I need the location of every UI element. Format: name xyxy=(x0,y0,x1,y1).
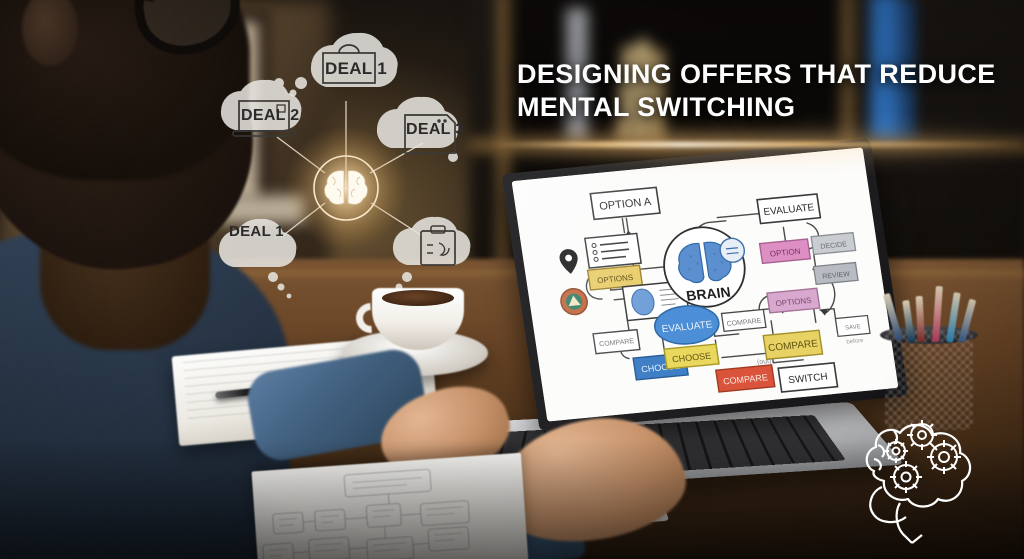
node-evaluate-1: EVALUATE xyxy=(756,193,822,225)
node-compare-red: COMPARE xyxy=(714,364,776,393)
coffee-surface xyxy=(382,290,454,306)
node-compare-small: COMPARE xyxy=(592,328,641,355)
flowchart-diagram: OPTION A OPTIONS xyxy=(511,147,899,422)
node-switch: SWITCH xyxy=(777,362,839,393)
page-title: DESIGNING OFFERS THAT REDUCE MENTAL SWIT… xyxy=(517,58,997,125)
laptop-screen[interactable]: OPTION A OPTIONS xyxy=(511,147,899,422)
title-line-2: MENTAL SWITCHING xyxy=(517,92,796,123)
edge-label-out: (out) xyxy=(757,358,772,366)
node-compare-yellow-right: COMPARE xyxy=(762,329,824,361)
bubble-label-right: DEAL 3 xyxy=(406,121,465,138)
node-compare-white: COMPARE xyxy=(720,308,767,333)
brain-gears-icon xyxy=(848,415,1024,545)
light-streak xyxy=(490,142,1024,147)
node-options-2: OPTIONS xyxy=(766,287,821,314)
node-gray-1: DECIDE xyxy=(810,231,857,256)
bubble-label-left: DEAL 2 xyxy=(241,107,300,124)
desk-bottom-shadow xyxy=(0,439,1024,559)
bubble-label-bottom-left: DEAL 1 xyxy=(229,223,284,240)
bubble-label-top: DEAL 1 xyxy=(325,59,387,78)
node-gray-2: REVIEW xyxy=(812,261,859,286)
node-list-card xyxy=(584,232,642,269)
title-line-1: DESIGNING OFFERS THAT REDUCE xyxy=(517,59,996,89)
node-option-a: OPTION A xyxy=(589,186,661,221)
node-choose-yellow: CHOOSE xyxy=(663,343,720,370)
node-option-pink: OPTION xyxy=(758,238,812,265)
